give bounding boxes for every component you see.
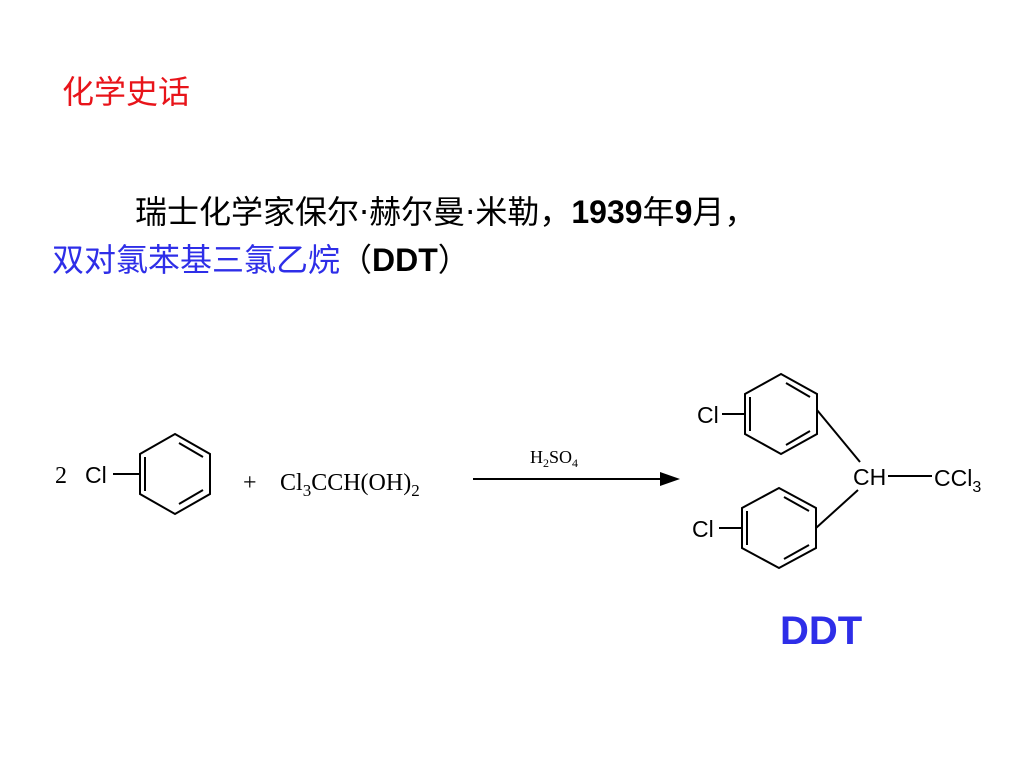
- reaction-scheme: 2 Cl + Cl3CCH(OH)2 H2SO4 Cl Cl CH CCl3: [55, 372, 981, 570]
- slide-title: 化学史话: [62, 73, 191, 111]
- benzene-ring-reactant: [139, 432, 211, 516]
- reaction-arrow-head: [660, 472, 680, 486]
- intro-line-1: 瑞士化学家保尔·赫尔曼·米勒，1939年9月，: [135, 190, 756, 234]
- plus-sign: +: [243, 470, 257, 496]
- year-value: 1939: [571, 194, 643, 230]
- intro-text: 瑞士化学家保尔·赫尔曼·米勒，: [135, 193, 572, 231]
- year-unit: 年: [642, 193, 675, 231]
- product-cl-bottom: Cl: [692, 516, 714, 542]
- product-label: DDT: [780, 609, 863, 653]
- product-ccl3: CCl3: [934, 465, 981, 496]
- month-unit: 月，: [692, 193, 757, 231]
- benzene-ring-bottom: [741, 486, 817, 570]
- compound-name: 双对氯苯基三氯乙烷: [52, 241, 341, 279]
- month-value: 9: [674, 194, 693, 230]
- product-ch: CH: [853, 464, 886, 490]
- paren-open: （: [340, 241, 373, 279]
- benzene-ring-top: [744, 372, 818, 456]
- bond-ch-top: [816, 409, 861, 463]
- reactant-cl: Cl: [85, 462, 107, 488]
- reactant-2: Cl3CCH(OH)2: [280, 470, 420, 500]
- compound-abbr: DDT: [372, 242, 438, 278]
- intro-line-2: 双对氯苯基三氯乙烷（DDT）: [52, 238, 470, 282]
- coefficient: 2: [55, 463, 67, 489]
- catalyst: H2SO4: [530, 447, 578, 470]
- product-cl-top: Cl: [697, 402, 719, 428]
- bond-ch-bottom: [815, 489, 859, 529]
- paren-close: ）: [437, 241, 470, 279]
